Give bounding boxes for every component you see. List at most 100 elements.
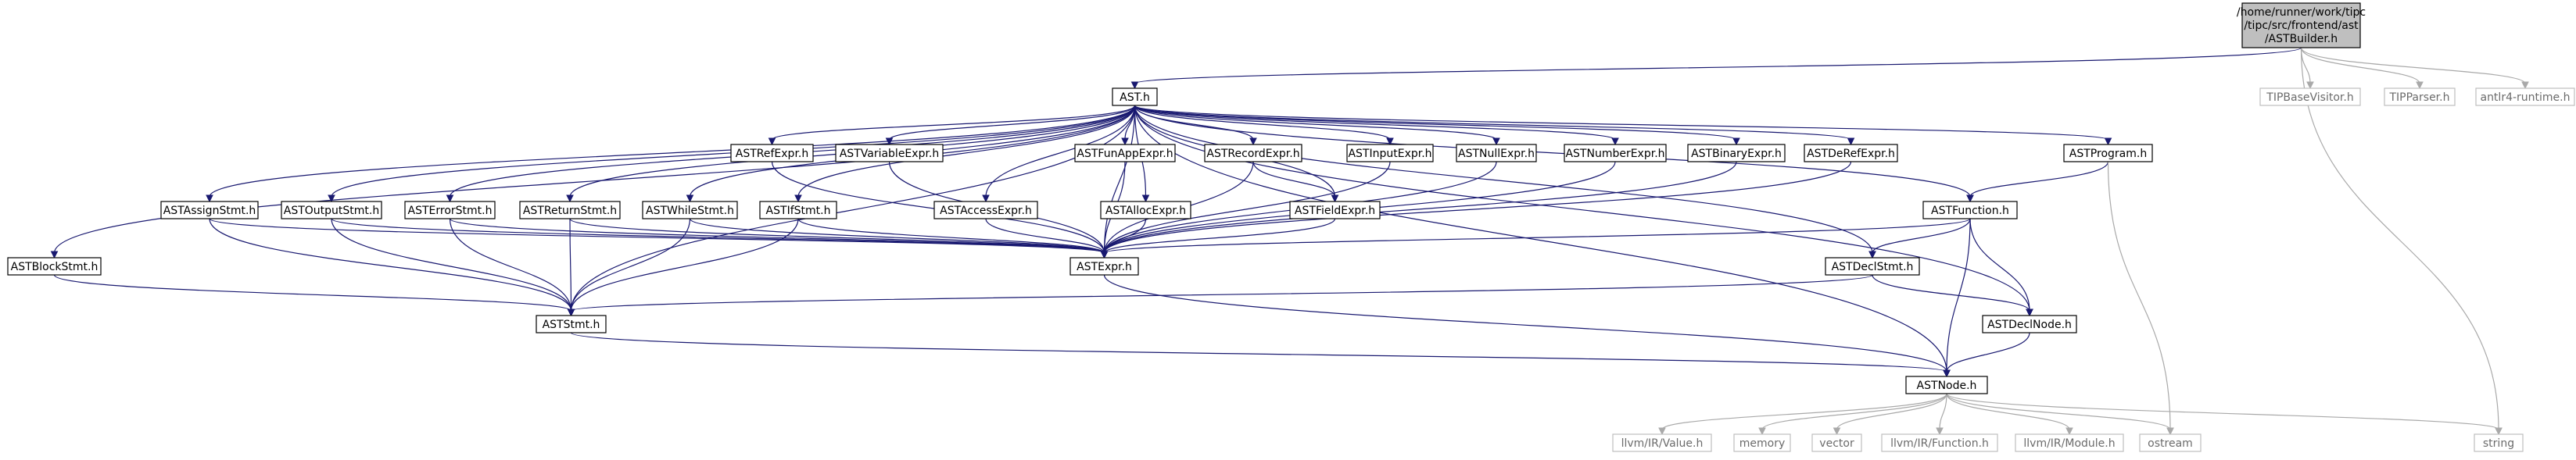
node-label-llvmfunction: llvm/IR/Function.h bbox=[1890, 437, 1989, 450]
edge-ast_h-to-blockstmt bbox=[53, 105, 1136, 254]
node-ifstmt[interactable]: ASTIfStmt.h bbox=[759, 201, 837, 219]
node-returnstmt[interactable]: ASTReturnStmt.h bbox=[519, 201, 621, 219]
arrowhead-ast_h-to-nullexpr bbox=[1492, 137, 1500, 146]
node-label-allocexpr: ASTAllocExpr.h bbox=[1105, 205, 1186, 217]
arrowhead-declstmt-to-declnode bbox=[2026, 308, 2033, 317]
node-nullexpr[interactable]: ASTNullExpr.h bbox=[1456, 144, 1537, 162]
edge-root-to-ast_h bbox=[1134, 47, 2302, 84]
edge-declnode-to-node bbox=[1946, 332, 2030, 373]
node-label-function: ASTFunction.h bbox=[1931, 205, 2009, 217]
arrowhead-ast_h-to-program bbox=[2104, 137, 2112, 146]
arrowhead-ast_h-to-refexpr bbox=[768, 137, 776, 146]
arrowhead-declstmt-to-stmt bbox=[567, 308, 575, 317]
arrowhead-node-to-ostream bbox=[2166, 427, 2174, 436]
edge-node-to-llvmfunction bbox=[1939, 393, 1947, 430]
node-program[interactable]: ASTProgram.h bbox=[2063, 144, 2153, 162]
node-label-assignstmt: ASTAssignStmt.h bbox=[163, 205, 256, 217]
edge-ast_h-to-function bbox=[1134, 105, 1971, 198]
node-allocexpr[interactable]: ASTAllocExpr.h bbox=[1100, 201, 1191, 219]
edge-function-to-expr bbox=[1103, 218, 1971, 254]
edge-function-to-node bbox=[1946, 218, 1971, 373]
node-funappexpr[interactable]: ASTFunAppExpr.h bbox=[1074, 144, 1176, 162]
arrowhead-ast_h-to-allocexpr bbox=[1141, 194, 1150, 203]
node-expr[interactable]: ASTExpr.h bbox=[1069, 257, 1139, 276]
node-label-root-line-1: /tipc/src/frontend/ast bbox=[2244, 20, 2359, 32]
node-stmt[interactable]: ASTStmt.h bbox=[536, 315, 607, 333]
node-binaryexpr[interactable]: ASTBinaryExpr.h bbox=[1687, 144, 1786, 162]
node-outputstmt[interactable]: ASTOutputStmt.h bbox=[281, 201, 382, 219]
edge-ast_h-to-node bbox=[1134, 105, 1947, 373]
node-label-stmt: ASTStmt.h bbox=[543, 319, 600, 331]
node-inputexpr[interactable]: ASTInputExpr.h bbox=[1346, 144, 1434, 162]
node-refexpr[interactable]: ASTRefExpr.h bbox=[730, 144, 814, 162]
edge-fieldexpr-to-expr bbox=[1103, 218, 1336, 254]
edge-node-to-llvmvalue bbox=[1661, 393, 1947, 430]
node-label-declnode: ASTDeclNode.h bbox=[1987, 319, 2072, 331]
arrowhead-ast_h-to-outputstmt bbox=[328, 194, 335, 203]
edge-function-to-declnode bbox=[1969, 218, 2030, 312]
node-llvmmodule: llvm/IR/Module.h bbox=[2015, 433, 2124, 452]
node-label-vector: vector bbox=[1819, 437, 1854, 450]
node-label-antlr4: antlr4-runtime.h bbox=[2480, 91, 2570, 104]
edge-ast_h-to-derefexpr bbox=[1134, 105, 1852, 141]
edge-node-to-llvmmodule bbox=[1946, 393, 2070, 430]
edge-ast_h-to-numberexpr bbox=[1134, 105, 1616, 141]
node-label-returnstmt: ASTReturnStmt.h bbox=[523, 205, 617, 217]
edge-node-to-string bbox=[1946, 393, 2499, 430]
node-whilestmt[interactable]: ASTWhileStmt.h bbox=[642, 201, 738, 219]
edge-ast_h-to-assignstmt bbox=[209, 105, 1136, 198]
node-box-allocexpr bbox=[1100, 201, 1191, 219]
node-box-tipparser bbox=[2384, 87, 2456, 106]
node-ast_h[interactable]: AST.h bbox=[1112, 87, 1158, 106]
node-accessexpr[interactable]: ASTAccessExpr.h bbox=[933, 201, 1038, 219]
edge-derefexpr-to-expr bbox=[1103, 161, 1852, 254]
node-box-llvmvalue bbox=[1612, 433, 1712, 452]
node-declstmt[interactable]: ASTDeclStmt.h bbox=[1825, 257, 1920, 276]
node-numberexpr[interactable]: ASTNumberExpr.h bbox=[1564, 144, 1667, 162]
node-blockstmt[interactable]: ASTBlockStmt.h bbox=[7, 257, 102, 276]
node-root[interactable]: /home/runner/work/tipc/tipc/src/frontend… bbox=[2237, 2, 2366, 48]
node-label-recordexpr: ASTRecordExpr.h bbox=[1206, 148, 1299, 160]
node-box-blockstmt bbox=[7, 257, 102, 276]
edge-inputexpr-to-expr bbox=[1103, 161, 1391, 254]
node-variableexpr[interactable]: ASTVariableExpr.h bbox=[835, 144, 944, 162]
node-label-blockstmt: ASTBlockStmt.h bbox=[11, 261, 99, 273]
node-function[interactable]: ASTFunction.h bbox=[1922, 201, 2018, 219]
edge-accessexpr-to-expr bbox=[985, 218, 1105, 254]
edge-declstmt-to-declnode bbox=[1872, 274, 2030, 312]
node-node[interactable]: ASTNode.h bbox=[1905, 376, 1988, 394]
node-label-node: ASTNode.h bbox=[1917, 380, 1977, 392]
edge-ast_h-to-program bbox=[1134, 105, 2109, 141]
edge-root-to-antlr4 bbox=[2300, 47, 2526, 84]
node-box-errorstmt bbox=[404, 201, 496, 219]
edge-ast_h-to-expr bbox=[1103, 105, 1136, 254]
node-label-derefexpr: ASTDeRefExpr.h bbox=[1807, 148, 1895, 160]
node-recordexpr[interactable]: ASTRecordExpr.h bbox=[1204, 144, 1302, 162]
node-label-numberexpr: ASTNumberExpr.h bbox=[1565, 148, 1664, 160]
node-assignstmt[interactable]: ASTAssignStmt.h bbox=[160, 201, 259, 219]
node-box-root bbox=[2241, 2, 2361, 48]
arrowhead-ast_h-to-inputexpr bbox=[1386, 137, 1394, 146]
arrowhead-ast_h-to-blockstmt bbox=[50, 251, 59, 259]
node-box-tipbasevisitor bbox=[2259, 87, 2361, 106]
node-label-outputstmt: ASTOutputStmt.h bbox=[284, 205, 379, 217]
arrowhead-root-to-tipbasevisitor bbox=[2306, 81, 2314, 90]
node-errorstmt[interactable]: ASTErrorStmt.h bbox=[404, 201, 496, 219]
node-derefexpr[interactable]: ASTDeRefExpr.h bbox=[1804, 144, 1898, 162]
node-box-outputstmt bbox=[281, 201, 382, 219]
node-label-fieldexpr: ASTFieldExpr.h bbox=[1295, 205, 1375, 217]
nodes-layer: /home/runner/work/tipc/tipc/src/frontend… bbox=[7, 2, 2575, 452]
node-fieldexpr[interactable]: ASTFieldExpr.h bbox=[1289, 201, 1381, 219]
edge-ast_h-to-refexpr bbox=[771, 105, 1136, 141]
arrowhead-node-to-string bbox=[2495, 427, 2503, 436]
node-tipparser: TIPParser.h bbox=[2384, 87, 2456, 106]
edge-node-to-memory bbox=[1761, 393, 1947, 430]
node-antlr4: antlr4-runtime.h bbox=[2475, 87, 2575, 106]
node-declnode[interactable]: ASTDeclNode.h bbox=[1982, 315, 2077, 333]
edge-program-to-ostream bbox=[2107, 161, 2171, 430]
edge-function-to-declstmt bbox=[1872, 218, 1971, 254]
arrowhead-ast_h-to-accessexpr bbox=[982, 194, 990, 203]
arrowhead-root-to-ast_h bbox=[1130, 81, 1139, 90]
edge-ast_h-to-declnode bbox=[1134, 105, 2030, 312]
node-label-binaryexpr: ASTBinaryExpr.h bbox=[1691, 148, 1782, 160]
